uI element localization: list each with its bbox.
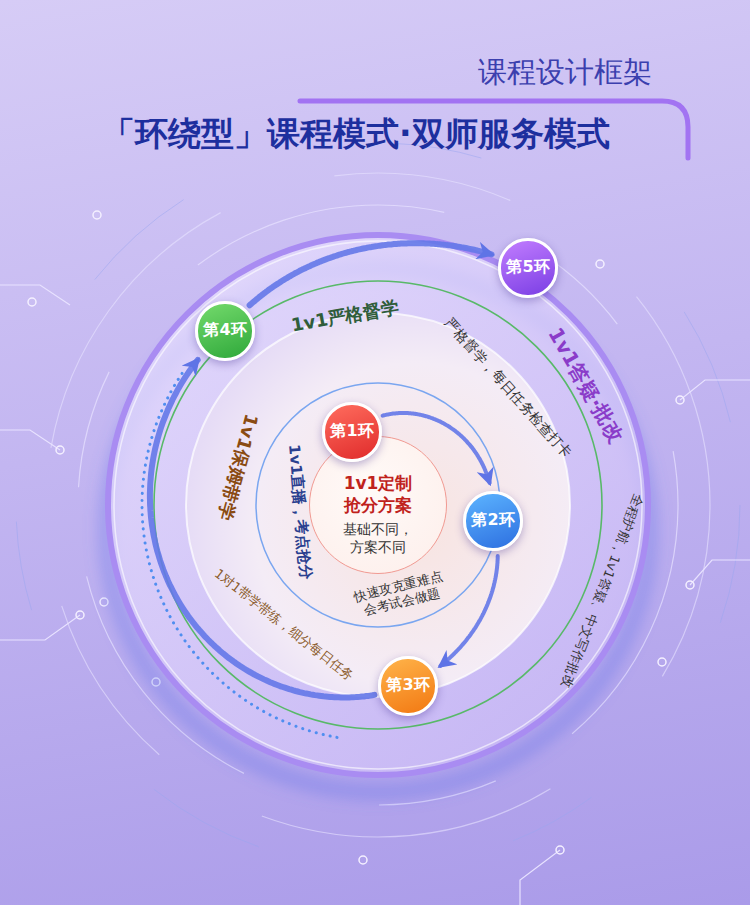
circuit-dot — [359, 856, 367, 864]
main-title: 「环绕型」课程模式·双师服务模式 — [102, 112, 610, 157]
ring-number: 第4环 — [203, 320, 246, 341]
circuit-dot — [596, 260, 604, 268]
circuit-wire — [0, 285, 70, 305]
ring-number: 第5环 — [506, 257, 549, 278]
ring-badge: 第4环 — [195, 301, 254, 360]
circuit-dot — [686, 581, 694, 589]
circuit-wire — [690, 560, 750, 585]
cycle-arrow — [250, 243, 492, 305]
inner-disc — [186, 313, 570, 697]
circuit-dot — [556, 846, 564, 854]
circuit-dot — [76, 611, 84, 619]
ring-badge: 第5环 — [498, 238, 557, 297]
circuit-dot — [676, 396, 684, 404]
outer-ring — [108, 235, 648, 775]
ring-number: 第3环 — [386, 675, 429, 696]
circuit-wire — [0, 430, 60, 450]
ring-badge: 第1环 — [322, 402, 381, 461]
circuit-ring — [78, 205, 678, 805]
header-rule — [290, 72, 442, 75]
ring-badge: 第2环 — [463, 491, 522, 550]
circuit-wire — [680, 380, 750, 400]
circuit-wire — [0, 615, 80, 640]
outer-ring-highlight — [114, 241, 642, 769]
ring-number: 第1环 — [330, 421, 373, 442]
circuit-ring — [16, 143, 740, 867]
ring-badge: 第3环 — [378, 656, 437, 715]
circuit-dot — [56, 446, 64, 454]
ring-number: 第2环 — [471, 510, 514, 531]
section-heading: 课程设计框架 — [478, 55, 652, 90]
blue-ring — [256, 383, 500, 627]
circuit-dot — [28, 298, 36, 306]
plan-circle: 1v1定制 抢分方案基础不同，方案不同 — [309, 436, 447, 574]
circuit-dot — [100, 598, 108, 606]
circuit-wire — [520, 850, 560, 905]
plan-note: 基础不同，方案不同 — [341, 520, 415, 556]
circuit-dot — [658, 658, 666, 666]
circuit-dot — [93, 211, 101, 219]
plan-heading: 1v1定制 抢分方案 — [340, 472, 416, 516]
circuit-ring — [46, 173, 710, 837]
cycle-arrow — [440, 556, 497, 666]
green-ring — [154, 281, 602, 729]
